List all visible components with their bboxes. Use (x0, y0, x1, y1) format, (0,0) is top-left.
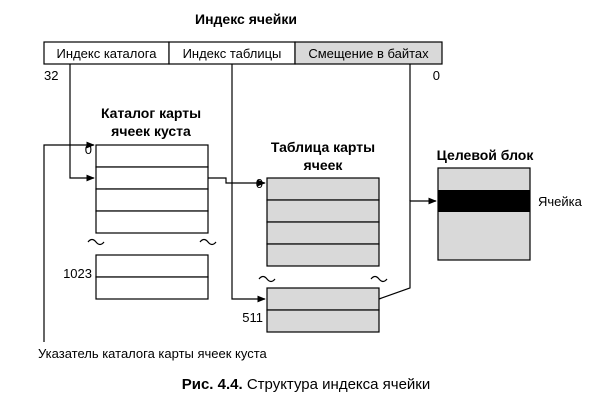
field-byte-offset-box (294, 41, 443, 65)
field-byte-offset: Смещение в байтах (308, 46, 429, 61)
directory-table (95, 144, 209, 300)
target-cell (438, 190, 530, 212)
directory-to-table-arrow (208, 177, 266, 187)
table-break-left (258, 275, 276, 283)
directory-last-index: 1023 (63, 266, 92, 281)
directory-row (95, 210, 209, 234)
table-row (266, 199, 380, 223)
directory-row (95, 188, 209, 212)
directory-break-right (199, 238, 217, 246)
table-row (266, 177, 380, 201)
directory-title-line2: ячеек куста (111, 123, 191, 139)
table-row (266, 221, 380, 245)
target-block (437, 167, 531, 261)
table-index-arrow (231, 64, 266, 303)
table-break-right (370, 275, 388, 283)
directory-row (95, 276, 209, 300)
table-title-line1: Таблица карты (271, 139, 375, 155)
directory-title-line1: Каталог карты (101, 105, 201, 121)
table-title-line2: ячеек (304, 157, 344, 173)
caption-text: Структура индекса ячейки (243, 376, 431, 393)
figure-caption: Рис. 4.4. Структура индекса ячейки (182, 376, 431, 393)
bit-low-label: 0 (433, 68, 440, 83)
bit-high-label: 32 (44, 68, 58, 83)
directory-pointer-arrow (43, 141, 95, 342)
table-row (266, 309, 380, 333)
cell-index-title: Индекс ячейки (195, 11, 297, 27)
directory-first-index: 0 (85, 142, 92, 157)
table-to-block-arrow (378, 197, 437, 300)
table-last-index: 511 (242, 310, 263, 325)
directory-row (95, 166, 209, 190)
caption-number: Рис. 4.4. (182, 376, 243, 393)
table-row (266, 287, 380, 311)
directory-break-left (87, 238, 105, 246)
field-table-index: Индекс таблицы (183, 46, 282, 61)
target-block-title: Целевой блок (437, 147, 535, 163)
pointer-label: Указатель каталога карты ячеек куста (38, 346, 268, 361)
directory-row (95, 144, 209, 168)
directory-row (95, 254, 209, 278)
directory-index-arrow (69, 64, 95, 182)
table-row (266, 243, 380, 267)
map-table (266, 177, 380, 333)
cell-index-fields: Индекс каталога Индекс таблицы Смещение … (43, 41, 443, 65)
field-directory-index: Индекс каталога (57, 46, 158, 61)
cell-label: Ячейка (538, 194, 583, 209)
